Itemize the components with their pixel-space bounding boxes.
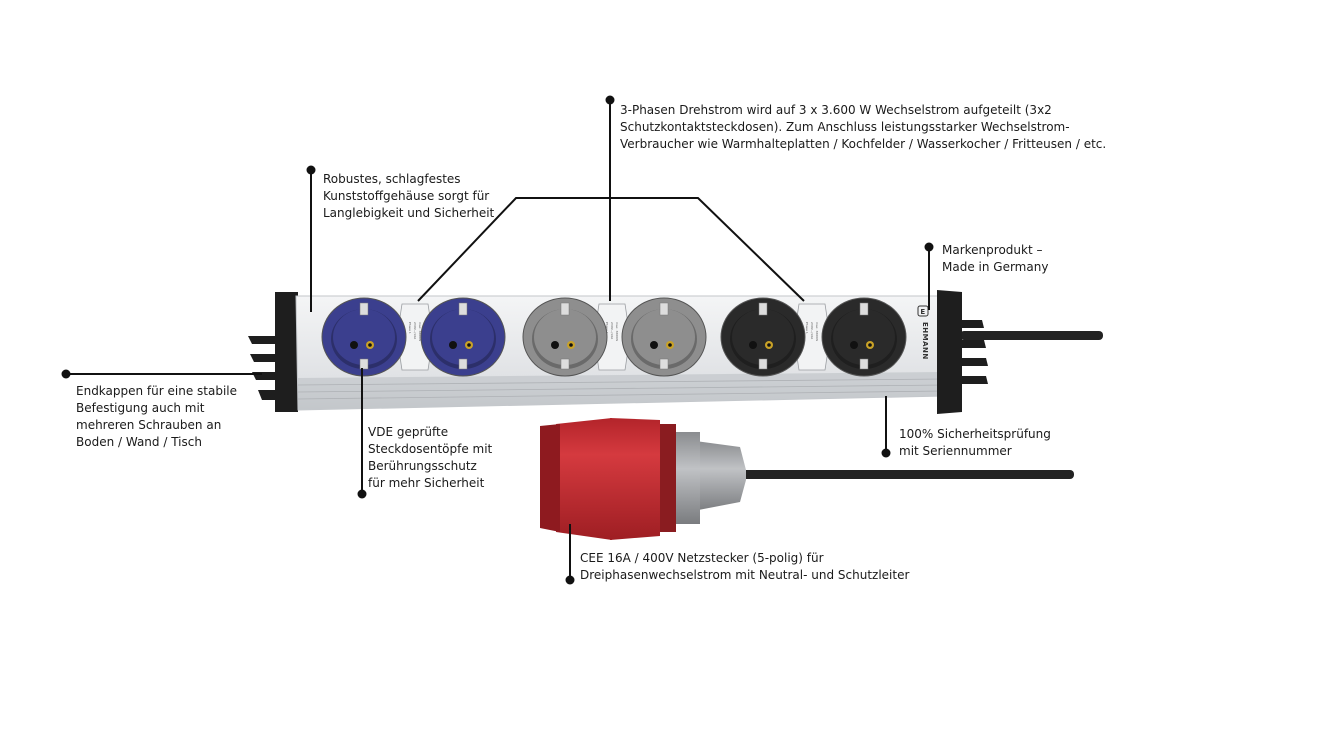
callout-line: mit Seriennummer [899, 444, 1012, 458]
phase-label-text: Phase 1 [605, 322, 609, 334]
phase-label-text: Phase 1 [408, 322, 412, 334]
callout-dot-sockets [357, 489, 367, 499]
brand-logo [917, 305, 929, 317]
callout-line: Kunststoffgehäuse sorgt für [323, 189, 490, 203]
phase-label-text: max. 3600W [615, 322, 619, 341]
callout-brand: Markenprodukt – Made in Germany [942, 242, 1048, 276]
socket-black-1[interactable] [720, 297, 806, 377]
callout-line: Made in Germany [942, 260, 1049, 274]
callout-line: 100% Sicherheitsprüfung [899, 427, 1051, 441]
callout-line: für mehr Sicherheit [368, 476, 485, 490]
phase-label-text: 230V~/16A [413, 322, 417, 340]
callout-line: Steckdosentöpfe mit [368, 442, 493, 456]
socket-gray-1[interactable] [522, 297, 608, 377]
socket-black-2[interactable] [821, 297, 907, 377]
callout-line: Dreiphasenwechselstrom mit Neutral- und … [580, 568, 910, 582]
callout-line: Markenprodukt – [942, 243, 1043, 257]
power-cable [960, 331, 1103, 340]
socket-blue-1[interactable] [321, 297, 407, 377]
callout-line: Endkappen für eine stabile [76, 384, 238, 398]
callout-dot-brand [924, 242, 934, 252]
callout-dot-three-phase [605, 95, 615, 105]
callout-dot-cee [565, 575, 575, 585]
cee-cable [740, 470, 1074, 479]
phase-label-text: Phase 1 [805, 322, 809, 334]
callout-dot-endcaps [61, 369, 71, 379]
phase-label-text: 230V~/16A [810, 322, 814, 340]
phase-label-text: 230V~/16A [610, 322, 614, 340]
callout-cee-plug: CEE 16A / 400V Netzstecker (5-polig) für… [580, 550, 909, 584]
right-endcap [937, 290, 988, 414]
socket-gray-2[interactable] [621, 297, 707, 377]
brand-name: EHMANN [921, 322, 929, 360]
left-endcap [248, 292, 298, 412]
callout-dot-safety [881, 448, 891, 458]
leader-lines [66, 100, 930, 580]
callout-line: Befestigung auch mit [76, 401, 205, 415]
callout-line: mehreren Schrauben an [76, 418, 222, 432]
callout-safety: 100% Sicherheitsprüfung mit Seriennummer [899, 426, 1051, 460]
phase-label-text: max. 3600W [418, 322, 422, 341]
leader-dots [61, 95, 934, 585]
cee-plug [540, 418, 746, 540]
callout-line: 3-Phasen Drehstrom wird auf 3 x 3.600 W … [620, 103, 1052, 117]
callout-line: Langlebigkeit und Sicherheit [323, 206, 495, 220]
phase-label-text: max. 3600W [815, 322, 819, 341]
callout-housing: Robustes, schlagfestes Kunststoffgehäuse… [323, 171, 494, 222]
socket-blue-2[interactable] [420, 297, 506, 377]
brand-label: E EHMANN [917, 305, 929, 360]
callout-line: Schutzkontaktsteckdosen). Zum Anschluss … [620, 120, 1070, 134]
callout-dot-housing [306, 165, 316, 175]
callout-endcaps: Endkappen für eine stabile Befestigung a… [76, 383, 237, 451]
callout-line: Robustes, schlagfestes [323, 172, 461, 186]
callout-line: Boden / Wand / Tisch [76, 435, 202, 449]
callout-line: VDE geprüfte [368, 425, 449, 439]
callout-three-phase: 3-Phasen Drehstrom wird auf 3 x 3.600 W … [620, 102, 1106, 153]
brand-logo-letter: E [920, 308, 925, 316]
callout-line: Berührungsschutz [368, 459, 477, 473]
callout-line: CEE 16A / 400V Netzstecker (5-polig) für [580, 551, 824, 565]
callout-sockets: VDE geprüfte Steckdosentöpfe mit Berühru… [368, 424, 492, 492]
callout-line: Verbraucher wie Warmhalteplatten / Kochf… [620, 137, 1107, 151]
